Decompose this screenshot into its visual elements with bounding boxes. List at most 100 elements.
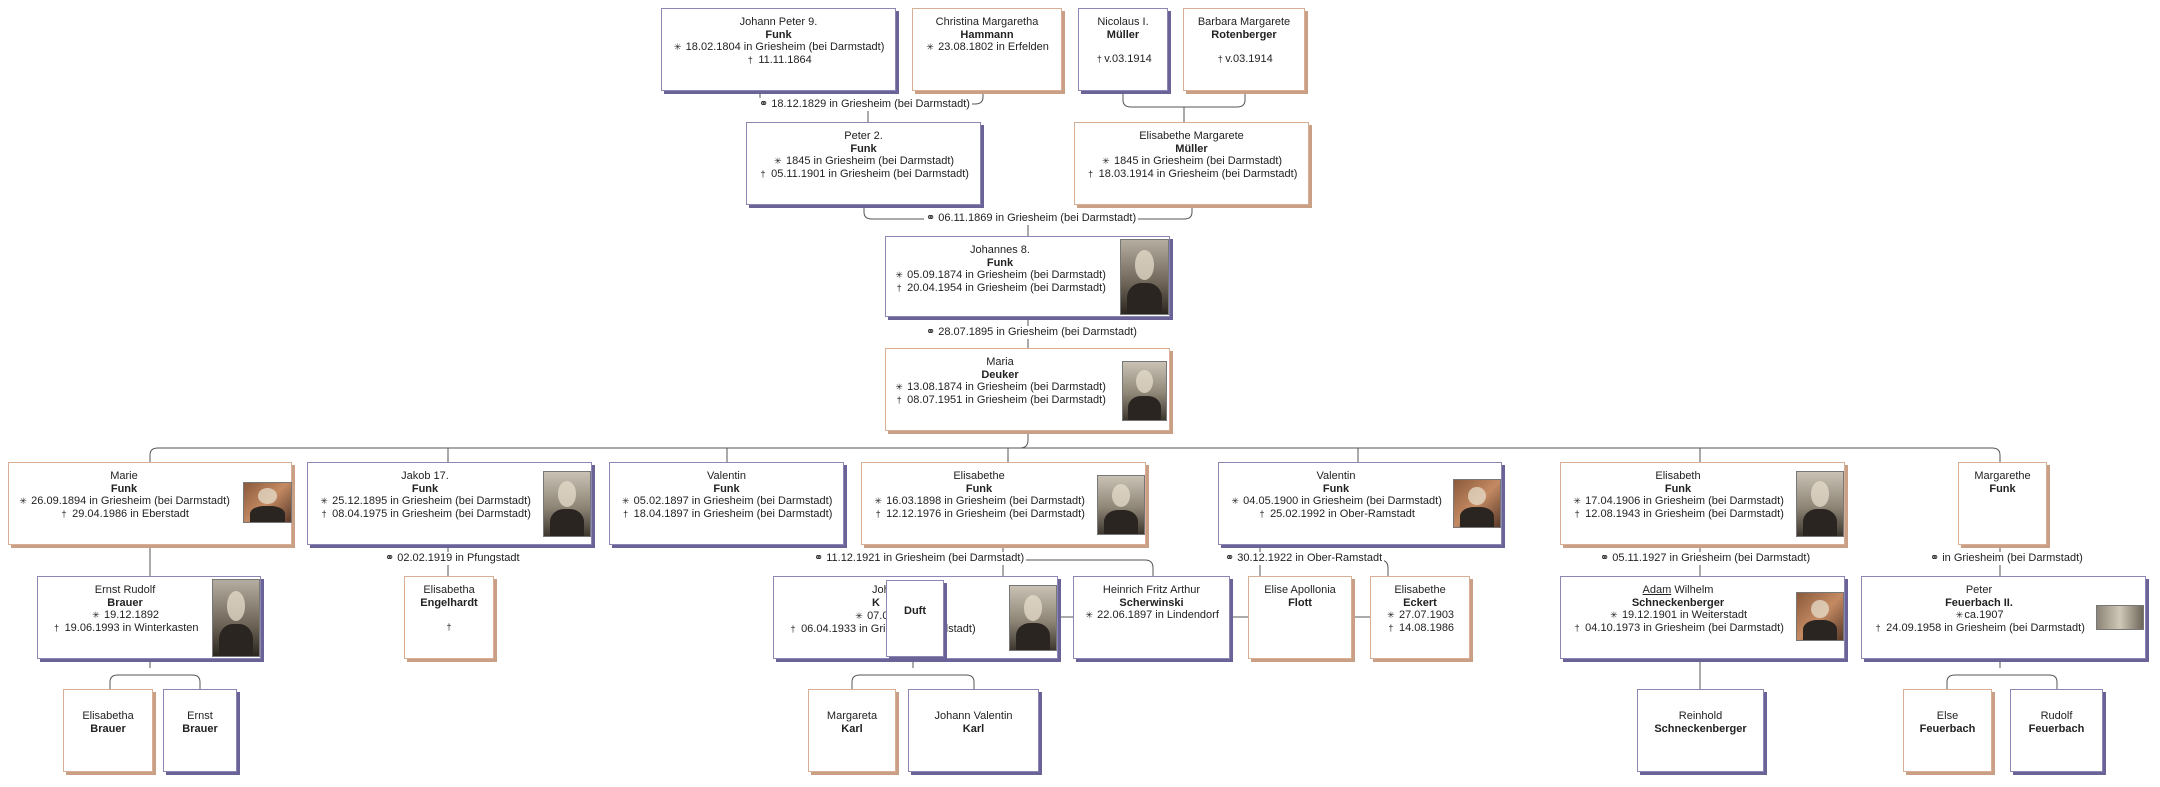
person-card-johann-peter-funk[interactable]: Johann Peter 9. Funk ✳ 18.02.1804 in Gri… [661,8,896,91]
person-surname: Schneckenberger [1631,596,1725,609]
birth-line: ✳ 22.06.1897 in Lindendorf [1085,609,1219,621]
portrait-photo[interactable] [1122,361,1167,421]
person-card-else-feuerbach[interactable]: Else Feuerbach [1903,689,1992,772]
person-name: Elisabethe [1394,584,1446,596]
person-name: Jakob 17. [401,470,449,482]
person-name: Johann Peter 9. [739,16,818,28]
marriage-icon: ⚭ [1930,552,1940,564]
person-card-duft[interactable]: Duft [886,580,944,657]
person-card-nicolaus-mueller[interactable]: Nicolaus I. Müller †v.03.1914 [1078,8,1168,91]
person-card-valentin-funk-1900[interactable]: Valentin Funk ✳ 04.05.1900 in Griesheim … [1218,462,1502,545]
person-card-heinrich-fritz-arthur-scherwinski[interactable]: Heinrich Fritz Arthur Scherwinski ✳ 22.0… [1073,576,1230,659]
person-name: Marie [110,470,138,482]
marriage-icon: ⚭ [926,212,936,224]
person-surname: Rotenberger [1211,28,1277,41]
person-surname: Müller [1175,142,1208,155]
person-name: Ernst Rudolf [94,584,156,596]
person-card-ernst-rudolf-brauer[interactable]: Ernst Rudolf Brauer ✳ 19.12.1892 † 19.06… [37,576,261,659]
birth-line: ✳ 27.07.1903 [1387,609,1455,621]
portrait-photo[interactable] [1097,475,1145,535]
birth-icon: ✳ [621,496,630,506]
person-card-johann-valentin-karl[interactable]: Johann Valentin Karl [908,689,1039,772]
person-surname: Flott [1288,596,1312,609]
birth-icon: ✳ [1387,610,1395,620]
birth-icon: ✳ [19,496,27,506]
person-card-marie-funk[interactable]: Marie Funk ✳ 26.09.1894 in Griesheim (be… [8,462,292,545]
birth-icon: ✳ [1085,610,1093,620]
birth-line: ✳ 13.08.1874 in Griesheim (bei Darmstadt… [895,381,1106,393]
portrait-photo[interactable] [1009,585,1057,651]
birth-icon: ✳ [855,611,863,621]
death-icon: † [1096,54,1102,64]
person-surname: Scherwinski [1119,596,1184,609]
birth-icon: ✳ [320,496,328,506]
person-card-reinhold-schneckenberger[interactable]: Reinhold Schneckenberger [1637,689,1764,772]
portrait-photo[interactable] [1796,592,1844,641]
person-card-elisabethe-eckert[interactable]: Elisabethe Eckert ✳ 27.07.1903 † 14.08.1… [1370,576,1470,659]
birth-line: ✳ 18.02.1804 in Griesheim (bei Darmstadt… [673,41,885,53]
portrait-photo[interactable] [212,579,260,657]
person-card-valentin-funk-1897[interactable]: Valentin Funk ✳ 05.02.1897 in Griesheim … [609,462,844,545]
person-name: Ernst [187,710,213,722]
death-icon: † [1388,622,1394,633]
portrait-photo[interactable] [1120,239,1169,315]
person-card-elisabethe-funk[interactable]: Elisabethe Funk ✳ 16.03.1898 in Grieshei… [861,462,1146,545]
person-name: Elisabetha [82,710,134,722]
person-surname: Karl [841,722,863,735]
birth-icon: ✳ [673,42,682,52]
person-card-elisabeth-funk[interactable]: Elisabeth Funk ✳ 17.04.1906 in Griesheim… [1560,462,1845,545]
death-line: † 12.12.1976 in Griesheim (bei Darmstadt… [866,508,1092,521]
portrait-photo[interactable] [2096,605,2144,630]
person-card-margarethe-funk[interactable]: Margarethe Funk [1958,462,2047,545]
person-card-jakob-funk[interactable]: Jakob 17. Funk ✳ 25.12.1895 in Griesheim… [307,462,592,545]
person-surname: K [872,597,880,609]
person-card-rudolf-feuerbach[interactable]: Rudolf Feuerbach [2010,689,2103,772]
person-name: Peter [1965,584,1993,596]
portrait-photo[interactable] [1796,471,1844,537]
death-line: † [409,621,489,634]
person-card-elisabetha-brauer[interactable]: Elisabetha Brauer [63,689,153,772]
birth-icon: ✳ [774,156,782,166]
person-card-elisabethe-margarete-mueller[interactable]: Elisabethe Margarete Müller ✳ 1845 in Gr… [1074,122,1309,205]
marriage-icon: ⚭ [759,98,769,110]
birth-line: ✳ 19.12.1901 in Weiterstadt [1610,609,1748,621]
marriage-icon: ⚭ [814,552,824,564]
person-card-elisabetha-engelhardt[interactable]: Elisabetha Engelhardt † [404,576,494,659]
person-name: Elisabetha [423,584,475,596]
death-icon: † [53,622,59,633]
death-icon: † [1875,622,1881,633]
person-surname: Funk [1322,482,1350,495]
person-name: Elise Apollonia [1264,584,1336,596]
person-card-christina-margaretha-hammann[interactable]: Christina Margaretha Hammann ✳ 23.08.180… [912,8,1062,91]
marriage-icon: ⚭ [1600,552,1610,564]
person-card-ernst-brauer[interactable]: Ernst Brauer [163,689,237,772]
death-line: † 05.11.1901 in Griesheim (bei Darmstadt… [751,168,976,181]
person-card-adam-wilhelm-schneckenberger[interactable]: Adam Wilhelm Schneckenberger ✳ 19.12.190… [1560,576,1845,659]
person-name: Valentin [1316,470,1356,482]
birth-line: ✳ 17.04.1906 in Griesheim (bei Darmstadt… [1573,495,1784,507]
birth-line: ✳ 19.12.1892 [92,609,160,621]
death-icon: † [1574,622,1580,633]
person-card-peter-feuerbach[interactable]: Peter Feuerbach II. ✳ca.1907 † 24.09.195… [1861,576,2146,659]
person-name: Elisabethe Margarete [1139,130,1244,142]
person-surname: Funk [411,482,439,495]
person-name: Johann Valentin [934,710,1013,722]
person-card-elise-apollonia-flott[interactable]: Elise Apollonia Flott [1248,576,1352,659]
person-card-maria-deuker[interactable]: Maria Deuker ✳ 13.08.1874 in Griesheim (… [885,348,1170,431]
person-surname: Funk [965,482,993,495]
death-line: † 12.08.1943 in Griesheim (bei Darmstadt… [1565,508,1791,521]
portrait-photo[interactable] [243,482,292,523]
person-card-johannes-funk[interactable]: Johannes 8. Funk ✳ 05.09.1874 in Grieshe… [885,236,1170,317]
birth-line: ✳ 04.05.1900 in Griesheim (bei Darmstadt… [1231,495,1442,507]
person-surname: Eckert [1403,596,1437,609]
person-card-barbara-margarete-rotenberger[interactable]: Barbara Margarete Rotenberger †v.03.1914 [1183,8,1305,91]
person-surname: Brauer [182,722,218,735]
portrait-photo[interactable] [543,471,591,537]
portrait-photo[interactable] [1453,479,1501,528]
person-card-margareta-karl[interactable]: Margareta Karl [808,689,896,772]
marriage-label: ⚭in Griesheim (bei Darmstadt) [1928,552,2085,565]
person-surname: Karl [962,722,985,735]
person-card-peter-funk[interactable]: Peter 2. Funk ✳ 1845 in Griesheim (bei D… [746,122,981,205]
birth-icon: ✳ [874,496,882,506]
marriage-label: ⚭02.02.1919 in Pfungstadt [383,552,522,565]
